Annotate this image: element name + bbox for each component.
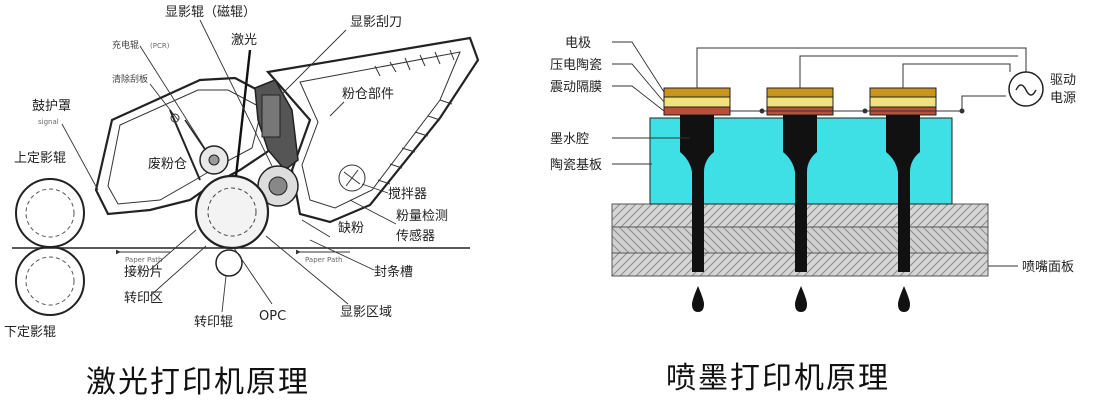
label-diaphragm: 震动隔膜 <box>550 80 602 95</box>
inkjet-caption: 喷墨打印机原理 <box>666 361 890 396</box>
label-develop-area: 显影区域 <box>340 305 392 320</box>
label-upper-fuser: 上定影辊 <box>14 151 66 166</box>
hopper-ribs <box>374 49 455 185</box>
label-developer-roller: 显影辊（磁辊） <box>165 5 256 20</box>
label-nozzle-plate: 喷嘴面板 <box>1022 260 1074 275</box>
label-toner-sensor-1: 粉量检测 <box>396 209 448 224</box>
label-transfer-area: 转印区 <box>124 291 163 306</box>
toner-hopper-body <box>265 36 480 224</box>
label-drum-cover-sub: signal <box>38 118 59 126</box>
label-drive-power-1: 驱动 <box>1050 73 1076 88</box>
transfer-roller <box>215 249 243 277</box>
inkjet-printer-diagram: 电极 压电陶瓷 震动隔膜 墨水腔 陶瓷基板 喷嘴面板 驱动 电源 喷墨打印机原理 <box>550 36 1076 396</box>
label-charge-roller-sub: (PCR) <box>150 42 170 50</box>
label-stirrer: 搅拌器 <box>388 186 427 202</box>
label-toner-hopper: 粉仓部件 <box>342 87 394 102</box>
label-charge-roller: 充电辊 <box>112 39 139 51</box>
drive-wiring <box>696 47 1027 114</box>
label-pickup-piece: 接粉片 <box>124 264 163 280</box>
paper-path-label-1: Paper Path <box>125 256 162 264</box>
label-toner-sensor-2: 传感器 <box>396 228 435 244</box>
label-low-toner: 缺粉 <box>338 221 364 236</box>
label-ceramic-substrate: 陶瓷基板 <box>550 157 602 173</box>
label-lower-fuser: 下定影辊 <box>4 325 56 340</box>
laser-beam <box>234 49 252 177</box>
nozzle-unit-1 <box>663 87 731 312</box>
label-piezo: 压电陶瓷 <box>550 57 602 73</box>
inkjet-leader-lines <box>612 41 1018 267</box>
laser-leader-lines <box>61 19 397 313</box>
stirrer <box>338 164 366 192</box>
label-ink-chamber: 墨水腔 <box>550 132 589 147</box>
opc-drum <box>194 174 270 250</box>
label-electrode: 电极 <box>565 36 591 51</box>
label-seal-strip: 封条槽 <box>374 264 413 280</box>
laser-caption: 激光打印机原理 <box>86 365 310 400</box>
label-drum-cover: 鼓护罩 <box>32 99 71 114</box>
laser-printer-diagram: Paper Path Paper Path 显影辊（磁辊） 激光 显影刮刀 充电… <box>4 5 480 400</box>
label-opc: OPC <box>259 309 286 324</box>
label-laser: 激光 <box>231 33 257 48</box>
label-drive-power-2: 电源 <box>1050 91 1076 106</box>
label-transfer-roller: 转印辊 <box>194 315 233 330</box>
label-doctor-blade: 显影刮刀 <box>350 15 402 30</box>
label-waste-hopper: 废粉仓 <box>148 156 187 172</box>
paper-path-label-2: Paper Path <box>305 256 342 264</box>
label-cleaning-blade: 清除刮板 <box>112 73 148 85</box>
